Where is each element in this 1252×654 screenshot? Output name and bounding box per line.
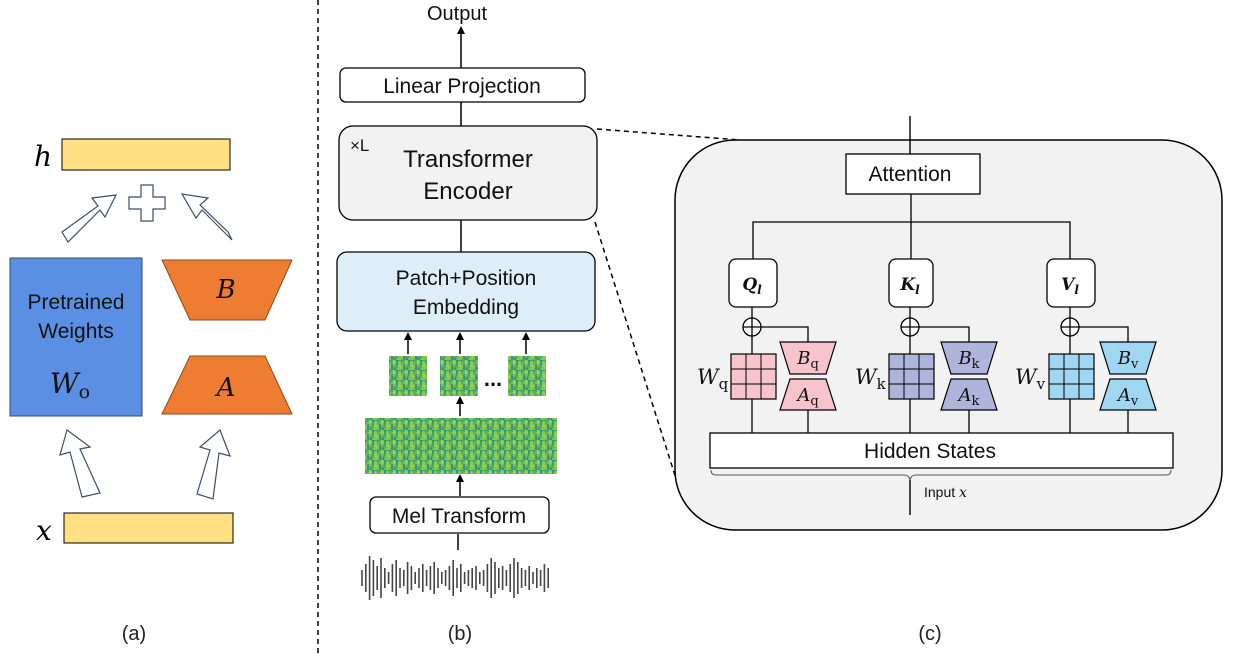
hollow-arrow-up-left [180, 193, 233, 241]
spectrogram-patch-1 [389, 356, 427, 396]
transformer-encoder-box [338, 125, 598, 221]
encoder-line2: Encoder [423, 178, 512, 205]
wv-label: Wv [1015, 365, 1046, 393]
spectrogram-patch-2 [440, 356, 478, 396]
av-matrix [1099, 378, 1157, 411]
q-label: Ql [742, 275, 762, 297]
bv-label: Bv [1117, 348, 1139, 372]
weights-label: Weights [38, 320, 113, 343]
patch-line1: Patch+Position [396, 267, 537, 290]
x-vector [63, 512, 234, 544]
patch-line2: Embedding [413, 296, 519, 319]
output-label: Output [427, 3, 487, 25]
mel-transform-box [369, 496, 550, 534]
v-lora-path [1079, 326, 1129, 342]
caption-a: (a) [122, 623, 146, 645]
v-box [1046, 258, 1096, 308]
ak-matrix [940, 378, 998, 411]
panel-c: Attention Ql Kl Vl Wq Bq Aq [674, 116, 1223, 645]
bk-label: Bk [957, 348, 979, 372]
h-label: h [34, 140, 52, 173]
times-l-label: ×L [350, 136, 369, 155]
av-label: Av [1116, 385, 1139, 409]
q-sum-cross [743, 318, 761, 336]
hollow-arrow-up-right [61, 194, 118, 243]
plus-icon [128, 184, 166, 222]
v-sum-cross [1061, 318, 1079, 336]
h-vector [61, 138, 231, 171]
encoder-line1: Transformer [403, 146, 533, 173]
bq-matrix [779, 341, 837, 375]
k-sum-cross [901, 318, 919, 336]
bk-matrix [940, 341, 998, 375]
b-matrix [161, 259, 293, 321]
q-lora-path [761, 326, 809, 342]
b-label: B [215, 275, 235, 305]
mel-spectrogram [365, 418, 557, 474]
panel-b: Output Linear Projection ×L Transformer … [336, 3, 598, 645]
patch-ellipsis: ... [484, 366, 502, 391]
wv-grid [1048, 353, 1095, 400]
pretrained-weights-box [9, 257, 143, 417]
hollow-arrow-up-left-branch [59, 429, 101, 498]
patch-embedding-box [336, 251, 596, 332]
panel-a: h Pretrained Weights Wo B A x (a) [9, 138, 293, 645]
a-label: A [215, 373, 236, 403]
hidden-states-label: Hidden States [864, 440, 996, 463]
wk-grid [888, 353, 935, 400]
attention-label: Attention [869, 163, 952, 186]
caption-b: (b) [448, 623, 472, 645]
audio-waveform [361, 556, 550, 600]
a-matrix [161, 355, 293, 415]
input-x-label: Input x [924, 484, 967, 501]
attention-box [845, 153, 981, 195]
bv-matrix [1099, 341, 1157, 375]
aq-label: Aq [795, 385, 818, 409]
caption-c: (c) [918, 623, 941, 645]
wq-grid [730, 353, 777, 400]
x-label: x [36, 514, 52, 547]
w0-label: Wo [50, 367, 90, 403]
hidden-states-box [709, 432, 1174, 469]
ak-label: Ak [957, 385, 980, 409]
pretrained-label: Pretrained [28, 291, 125, 314]
bq-label: Bq [796, 348, 819, 372]
k-lora-path [919, 326, 970, 342]
wq-label: Wq [697, 365, 729, 393]
zoom-line-top [596, 128, 741, 141]
k-label: Kl [899, 275, 920, 297]
mel-transform-label: Mel Transform [392, 505, 526, 528]
k-box [888, 258, 934, 308]
hollow-arrow-up-right-branch [196, 428, 231, 500]
linear-projection-box [339, 67, 586, 103]
spectrogram-patch-3 [508, 356, 546, 396]
zoom-line-bottom [594, 221, 679, 486]
v-label: Vl [1061, 275, 1079, 297]
q-box [728, 258, 778, 308]
linear-projection-label: Linear Projection [383, 75, 541, 98]
wk-label: Wk [855, 365, 887, 393]
aq-matrix [779, 378, 837, 411]
